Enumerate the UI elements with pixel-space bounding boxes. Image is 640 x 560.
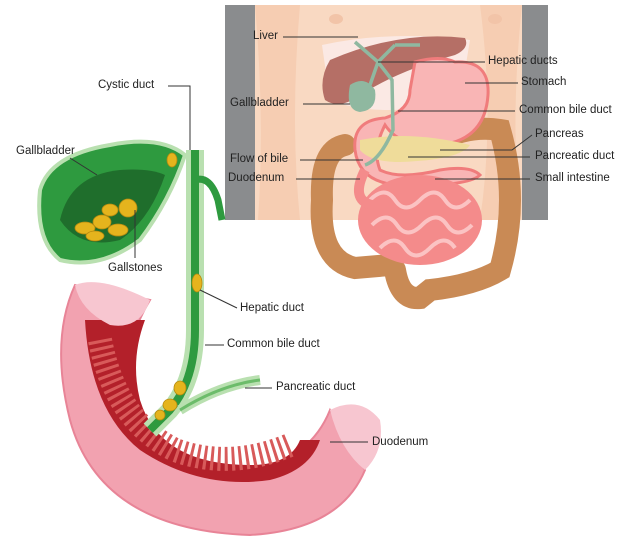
label-flow-of-bile: Flow of bile bbox=[230, 153, 289, 165]
label-cystic-duct: Cystic duct bbox=[98, 79, 155, 91]
gallstones bbox=[74, 152, 203, 421]
label-inset-duodenum: Duodenum bbox=[228, 172, 285, 184]
label-pancreatic-duct: Pancreatic duct bbox=[276, 381, 356, 393]
label-gallbladder: Gallbladder bbox=[16, 145, 75, 157]
label-stomach: Stomach bbox=[521, 76, 567, 88]
label-liver: Liver bbox=[253, 30, 278, 42]
stomach bbox=[353, 57, 490, 188]
label-hepatic-duct: Hepatic duct bbox=[240, 302, 304, 314]
label-hepatic-ducts: Hepatic ducts bbox=[488, 55, 558, 67]
duodenum-cross-section bbox=[60, 282, 381, 537]
bile-duct-system bbox=[37, 139, 261, 437]
label-common-bile-duct: Common bile duct bbox=[227, 338, 320, 350]
inset-gallbladder bbox=[348, 81, 376, 112]
label-small-intestine: Small intestine bbox=[535, 172, 610, 184]
label-pancreas: Pancreas bbox=[535, 128, 584, 140]
colon bbox=[310, 117, 521, 310]
label-gallstones: Gallstones bbox=[108, 262, 163, 274]
label-inset-gallbladder: Gallbladder bbox=[230, 97, 289, 109]
small-intestine bbox=[358, 175, 482, 265]
label-duodenum: Duodenum bbox=[372, 436, 429, 448]
label-inset-common-bile-duct: Common bile duct bbox=[519, 104, 612, 116]
label-inset-pancreatic-duct: Pancreatic duct bbox=[535, 150, 615, 162]
leader-lines bbox=[69, 36, 533, 443]
